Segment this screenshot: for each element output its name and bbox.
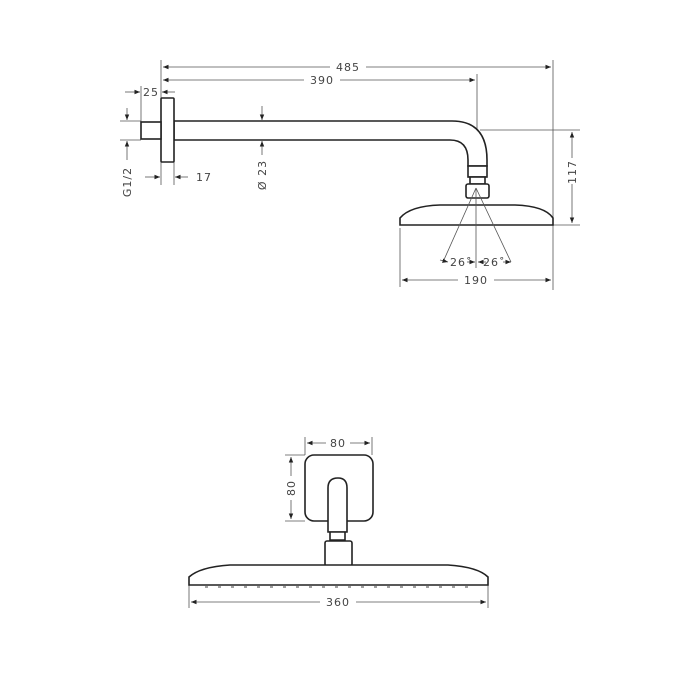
dim-80-height: 80	[285, 480, 298, 496]
shower-arm	[173, 120, 488, 167]
side-view: 485 390 25 G1/2 17 Ø 23 117 26˚ 26˚ 190	[120, 60, 580, 290]
ball-joint-front	[324, 540, 353, 567]
dim-angle-right: 26˚	[483, 256, 506, 269]
shower-arm-front	[327, 477, 348, 533]
dim-angle-left: 26˚	[450, 256, 473, 269]
dim-117: 117	[566, 160, 579, 184]
dim-25: 25	[143, 86, 159, 99]
front-view: 80 80 360	[188, 436, 489, 609]
dim-485: 485	[336, 61, 360, 74]
thread-stub	[140, 121, 162, 140]
wall-flange	[160, 97, 175, 163]
shower-head-front	[188, 564, 489, 586]
shower-head-side	[399, 204, 554, 226]
dim-190: 190	[464, 274, 488, 287]
dim-80-width: 80	[330, 437, 346, 450]
dim-390: 390	[310, 74, 334, 87]
dim-g1-2: G1/2	[121, 167, 134, 197]
dim-17: 17	[196, 171, 212, 184]
dim-diameter-23: Ø 23	[256, 160, 269, 190]
dim-360: 360	[326, 596, 350, 609]
